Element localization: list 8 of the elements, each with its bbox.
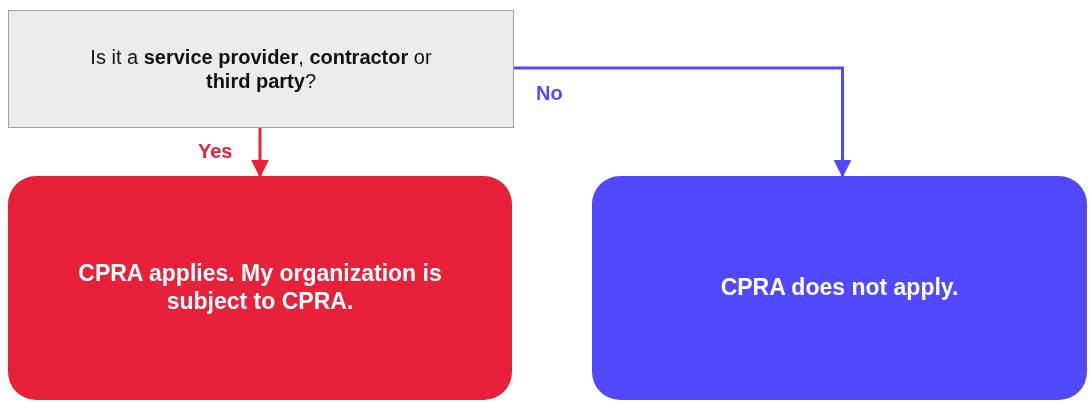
arrow <box>251 128 269 178</box>
result-box <box>8 176 512 400</box>
result-text: CPRA applies. My organization is subject to CPRA. <box>78 260 442 316</box>
result-box <box>592 176 1087 400</box>
question-text: Is it a service provider, contractor or third party? <box>89 45 433 93</box>
arrow <box>514 66 852 178</box>
result-text: CPRA does not apply. <box>720 274 959 302</box>
question-box <box>8 10 514 128</box>
